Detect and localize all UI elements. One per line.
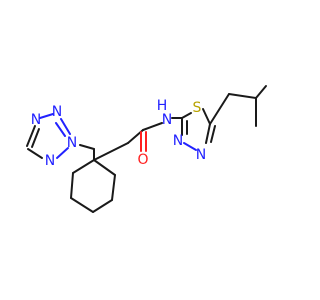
bond-tetrazole-n3-n4 (56, 147, 69, 159)
bond-carbonyl-n (142, 122, 163, 131)
bond-tetrazole-n4-c5 (27, 148, 43, 159)
bond-ch-ch3-top (255, 85, 267, 99)
bond-thiadiazole-s1-c5 (202, 108, 211, 125)
bond-cyclohexane-6 (72, 159, 95, 174)
amide-h-label: H (157, 98, 168, 114)
tetrazole-n2-label: N (52, 104, 62, 120)
bond-cyclohexane-2 (111, 174, 116, 201)
tetrazole-n1-label: N (31, 112, 41, 128)
bond-tetrazole-n2-n3 (60, 118, 71, 135)
thiadiazole-s-label: S (193, 100, 202, 116)
bond-cq-ch2 (93, 142, 129, 161)
bond-layer (26, 85, 267, 213)
bond-cyclohexane-1 (93, 159, 116, 176)
bond-cyclohexane-5 (70, 172, 74, 199)
tetrazole-n4-label: N (45, 153, 55, 169)
thiadiazole-n4-label: N (196, 147, 206, 163)
bond-thiadiazole-c5-n4 (205, 123, 211, 144)
bond-thiadiazole-c2-s1 (181, 112, 192, 119)
bond-tetrazole-n2-n3-double (55, 122, 66, 137)
bond-tetrazole-c5-n1 (26, 125, 36, 147)
bond-c5-ch2 (209, 93, 230, 125)
bond-tetrazole-c5-n1-double (31, 128, 40, 148)
bond-n-ch2 (79, 144, 95, 150)
atom-label-layer: N N N N O N H S N N (31, 98, 206, 169)
bond-ch2-ch (228, 93, 257, 99)
bond-thiadiazole-n4-n3 (183, 142, 197, 151)
carbonyl-o-label: O (137, 152, 148, 168)
bond-tetrazole-n1-n2 (39, 113, 54, 119)
bond-cyclohexane-4 (70, 197, 94, 213)
thiadiazole-n3-label: N (173, 133, 183, 149)
amide-n-label: N (162, 112, 172, 128)
bond-cyclohexane-3 (92, 199, 113, 213)
tetrazole-n3-label: N (67, 135, 77, 151)
molecule-structure-diagram: N N N N O N H S N N (26, 85, 267, 213)
bond-thiadiazole-c5-n4-double (210, 125, 216, 143)
